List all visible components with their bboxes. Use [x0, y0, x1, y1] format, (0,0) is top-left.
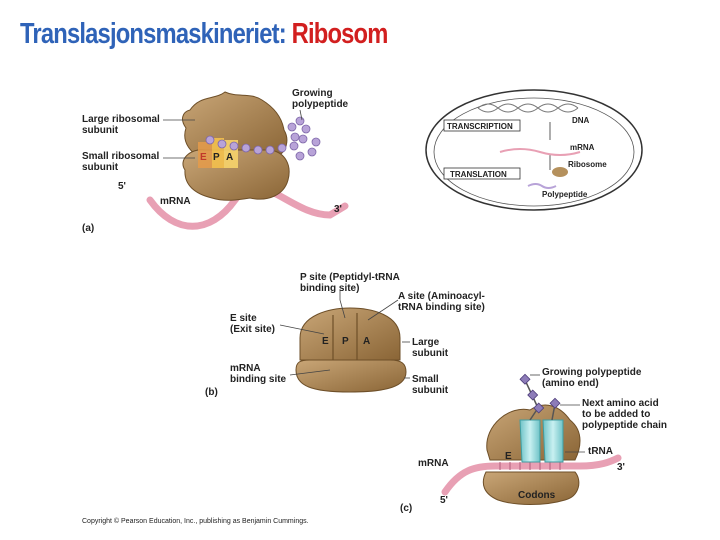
panel-b-p-site-label-1: P site (Peptidyl-tRNA [300, 272, 400, 283]
panel-a-growing-leader [299, 109, 303, 121]
panel-b-a-site-label-2: tRNA binding site) [398, 302, 485, 313]
panel-b-p-site-label-2: binding site) [300, 283, 359, 294]
panel-a-small-subunit-label-2: subunit [82, 162, 119, 173]
inset-ribosome-blob [552, 167, 568, 177]
panel-c-ribosome-lower [482, 471, 580, 505]
inset-mrna: mRNA [570, 143, 595, 152]
panel-c-e-label: E [505, 451, 512, 462]
panel-c-trna-a-site [542, 419, 564, 463]
panel-a-growing-label-2: polypeptide [292, 99, 349, 110]
panel-c-growing-label-2: (amino end) [542, 378, 599, 389]
panel-c-five-prime: 5' [440, 495, 448, 506]
panel-b-e-site-leader [279, 324, 325, 335]
page-title: Translasjonsmaskineriet: Ribosom [20, 18, 388, 51]
panel-a-label: (a) [82, 223, 94, 234]
panel-b-site-p: P [342, 336, 349, 347]
panel-b-site-e: E [322, 336, 329, 347]
panel-c-trna-label: tRNA [588, 446, 613, 457]
title-prefix: Translasjonsmaskineriet: [20, 18, 287, 50]
panel-b-e-site-label-1: E site [230, 313, 257, 324]
panel-b-a-site-leader [367, 299, 399, 321]
inset-transcription-box [443, 119, 521, 132]
panel-c-codons-label: Codons [518, 490, 556, 501]
panel-b: E P A P site (Peptidyl-tRNA binding site… [205, 272, 485, 398]
panel-b-p-site-leader [339, 290, 346, 319]
panel-a-large-subunit-label-2: subunit [82, 125, 119, 136]
inset-nucleus-outline [433, 97, 635, 207]
inset-transcription: TRANSCRIPTION [447, 122, 513, 131]
panel-c-amino-acids [519, 373, 561, 414]
panel-b-a-site-label-1: A site (Aminoacyl- [398, 291, 485, 302]
inset-ribosome: Ribosome [568, 160, 607, 169]
panel-c-next-label-2: to be added to [582, 409, 650, 420]
panel-b-small-label-2: subunit [412, 385, 449, 396]
inset-translation-box [443, 167, 521, 180]
panel-b-large-label-1: Large [412, 337, 440, 348]
panel-c-mrna-label: mRNA [418, 458, 449, 469]
panel-c-codon-ticks [499, 462, 561, 470]
panel-a-polypeptide-chain [205, 116, 321, 161]
panel-c-mrna-strand [441, 454, 622, 496]
panel-c-label: (c) [400, 503, 412, 514]
inset-dna: DNA [572, 116, 590, 125]
panel-b-small-subunit [295, 359, 407, 393]
panel-c-next-label-1: Next amino acid [582, 398, 659, 409]
panel-c: Growing polypeptide (amino end) Next ami… [400, 367, 667, 514]
panel-b-large-subunit [299, 307, 401, 361]
panel-a: E P A Large ribosomal subunit Small ribo… [82, 88, 349, 234]
inset-polypeptide-line [527, 183, 557, 189]
panel-b-mrna-site-label-1: mRNA [230, 363, 261, 374]
panel-b-small-label-1: Small [412, 374, 439, 385]
panel-b-large-label-2: subunit [412, 348, 449, 359]
inset-overview: DNA TRANSCRIPTION mRNA Ribosome TRANSLAT… [425, 89, 643, 211]
inset-polypeptide: Polypeptide [542, 190, 588, 199]
panel-a-small-subunit-label-1: Small ribosomal [82, 151, 159, 162]
panel-b-e-site-label-2: (Exit site) [230, 324, 275, 335]
panel-c-next-label-3: polypeptide chain [582, 420, 667, 431]
title-highlight: Ribosom [291, 18, 389, 50]
panel-b-label: (b) [205, 387, 218, 398]
panel-a-five-prime: 5' [118, 181, 126, 192]
inset-mrna-line [499, 148, 581, 156]
panel-b-mrna-site-label-2: binding site [230, 374, 287, 385]
panel-b-site-a: A [363, 336, 370, 347]
panel-a-mrna-label: mRNA [160, 196, 191, 207]
inset-dna-helix [477, 103, 579, 113]
panel-a-site-e: E [200, 152, 207, 163]
panel-a-three-prime: 3' [334, 204, 342, 215]
copyright-notice: Copyright © Pearson Education, Inc., pub… [82, 517, 309, 525]
panel-c-trna-p-site [519, 419, 541, 463]
inset-translation: TRANSLATION [450, 170, 507, 179]
panel-a-site-p: P [213, 152, 220, 163]
panel-a-site-e-mark [198, 142, 212, 168]
panel-c-three-prime: 3' [617, 462, 625, 473]
panel-b-mrna-leader [289, 369, 331, 376]
panel-a-site-a: A [226, 152, 233, 163]
panel-a-large-subunit-label-1: Large ribosomal [82, 114, 160, 125]
panel-a-growing-label-1: Growing [292, 88, 333, 99]
panel-c-growing-label-1: Growing polypeptide [542, 367, 642, 378]
